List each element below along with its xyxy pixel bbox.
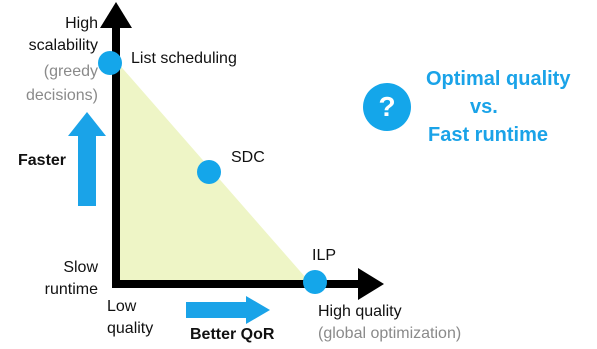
point-sdc: [197, 160, 221, 184]
x-right-note: (global optimization): [318, 325, 462, 342]
point-list-scheduling: [98, 51, 122, 75]
y-top-label-line2: scalability: [28, 37, 98, 54]
x-axis: [112, 280, 362, 288]
x-left-label-line1: Low: [107, 298, 137, 315]
point-label-list-scheduling: List scheduling: [131, 50, 237, 67]
y-top-label-line1: High: [65, 15, 98, 32]
faster-arrow-icon: [68, 112, 106, 206]
x-left-label-line2: quality: [107, 320, 154, 337]
y-top-note-line1: (greedy: [43, 63, 98, 80]
point-label-ilp: ILP: [312, 247, 337, 264]
callout-line3: Fast runtime: [428, 124, 549, 146]
y-bottom-label-line1: Slow: [63, 259, 98, 276]
point-ilp: [303, 270, 327, 294]
point-label-sdc: SDC: [231, 149, 265, 166]
x-axis-arrowhead: [358, 268, 384, 300]
better-qor-label: Better QoR: [190, 326, 275, 343]
question-icon: ?: [363, 83, 411, 131]
faster-label: Faster: [18, 152, 67, 169]
callout-line1: Optimal quality: [426, 68, 571, 90]
better-qor-arrow-icon: [186, 296, 270, 324]
y-top-note-line2: decisions): [25, 87, 98, 104]
y-axis-arrowhead: [100, 2, 132, 28]
callout-line2: vs.: [470, 96, 498, 118]
y-bottom-label-line2: runtime: [44, 281, 98, 298]
x-right-label: High quality: [318, 303, 402, 320]
y-axis: [112, 26, 120, 288]
